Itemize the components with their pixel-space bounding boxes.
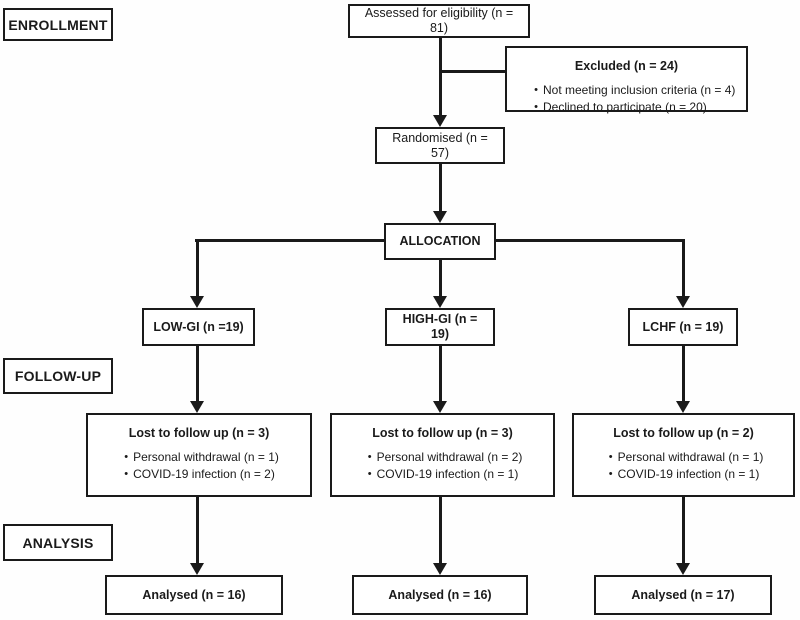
lost-reason-item: • Personal withdrawal (n = 1) (604, 449, 764, 466)
connector-lost-analysed-lowgi (195, 497, 199, 563)
lost-followup-lchf-box: Lost to follow up (n = 2) • Personal wit… (572, 413, 795, 497)
arrowhead-analysed-highgi (433, 563, 447, 575)
arrowhead-lost-lchf (676, 401, 690, 413)
stage-label-enrollment: ENROLLMENT (3, 8, 113, 41)
randomised-box: Randomised (n = 57) (375, 127, 505, 164)
arrowhead-allocation (433, 211, 447, 223)
bullet-icon: • (534, 84, 538, 96)
bullet-icon: • (367, 451, 372, 463)
bullet-icon: • (124, 468, 129, 480)
connector-allocation-lowgi (195, 239, 199, 296)
excluded-box: Excluded (n = 24) • Not meeting inclusio… (505, 46, 748, 114)
connector-lchf-lost (681, 346, 685, 401)
lost-reason-item: • COVID-19 infection (n = 2) (119, 466, 279, 483)
lost-reason-text: Personal withdrawal (n = 1) (133, 450, 279, 464)
lost-reason-text: COVID-19 infection (n = 2) (133, 467, 275, 481)
connector-excluded-branch (440, 70, 505, 73)
analysed-highgi-box: Analysed (n = 16) (352, 575, 528, 615)
arrowhead-analysed-lowgi (190, 563, 204, 575)
lost-reason-text: Personal withdrawal (n = 1) (617, 450, 764, 464)
lost-followup-title: Lost to follow up (n = 3) (372, 426, 513, 440)
analysed-lowgi-box: Analysed (n = 16) (105, 575, 283, 615)
arrowhead-lowgi (190, 296, 204, 308)
stage-label-analysis: ANALYSIS (3, 524, 113, 561)
connector-allocation-right (496, 239, 685, 242)
bullet-icon: • (608, 451, 613, 463)
connector-randomised-allocation (438, 164, 442, 212)
connector-assessed-randomised (438, 38, 442, 118)
connector-allocation-lchf (681, 239, 685, 296)
connector-highgi-lost (438, 346, 442, 401)
lost-followup-reasons: • Personal withdrawal (n = 2) • COVID-19… (363, 449, 523, 483)
excluded-title: Excluded (n = 24) (574, 59, 679, 73)
bullet-icon: • (608, 468, 613, 480)
arrowhead-highgi (433, 296, 447, 308)
analysed-lchf-box: Analysed (n = 17) (594, 575, 772, 615)
bullet-icon: • (534, 101, 538, 113)
arm-highgi-box: HIGH-GI (n = 19) (385, 308, 495, 346)
lost-reason-item: • Personal withdrawal (n = 1) (119, 449, 279, 466)
excluded-reason-text: Declined to participate (n = 20) (543, 100, 707, 114)
lost-reason-text: Personal withdrawal (n = 2) (376, 450, 523, 464)
arrowhead-analysed-lchf (676, 563, 690, 575)
lost-reason-item: • COVID-19 infection (n = 1) (363, 466, 523, 483)
lost-reason-text: COVID-19 infection (n = 1) (376, 467, 519, 481)
connector-lost-analysed-highgi (438, 497, 442, 563)
lost-followup-reasons: • Personal withdrawal (n = 1) • COVID-19… (604, 449, 764, 483)
excluded-reason-text: Not meeting inclusion criteria (n = 4) (543, 83, 736, 97)
lost-followup-highgi-box: Lost to follow up (n = 3) • Personal wit… (330, 413, 555, 497)
lost-followup-title: Lost to follow up (n = 2) (613, 426, 754, 440)
assessed-eligibility-box: Assessed for eligibility (n = 81) (348, 4, 530, 38)
lost-reason-text: COVID-19 infection (n = 1) (617, 467, 760, 481)
arm-lchf-box: LCHF (n = 19) (628, 308, 738, 346)
lost-followup-reasons: • Personal withdrawal (n = 1) • COVID-19… (119, 449, 279, 483)
excluded-reason-item: • Declined to participate (n = 20) (529, 99, 746, 116)
excluded-reasons: • Not meeting inclusion criteria (n = 4)… (507, 82, 746, 116)
arrowhead-lost-highgi (433, 401, 447, 413)
lost-followup-lowgi-box: Lost to follow up (n = 3) • Personal wit… (86, 413, 312, 497)
lost-reason-item: • COVID-19 infection (n = 1) (604, 466, 764, 483)
connector-allocation-highgi (438, 260, 442, 296)
connector-lowgi-lost (195, 346, 199, 401)
lost-followup-title: Lost to follow up (n = 3) (128, 426, 270, 440)
allocation-box: ALLOCATION (384, 223, 496, 260)
connector-lost-analysed-lchf (681, 497, 685, 563)
excluded-reason-item: • Not meeting inclusion criteria (n = 4) (529, 82, 746, 99)
stage-label-followup: FOLLOW-UP (3, 358, 113, 394)
arrowhead-lost-lowgi (190, 401, 204, 413)
bullet-icon: • (124, 451, 129, 463)
arrowhead-lchf (676, 296, 690, 308)
connector-allocation-left (195, 239, 384, 242)
arm-lowgi-box: LOW-GI (n =19) (142, 308, 255, 346)
arrowhead-randomised (433, 115, 447, 127)
lost-reason-item: • Personal withdrawal (n = 2) (363, 449, 523, 466)
bullet-icon: • (367, 468, 372, 480)
